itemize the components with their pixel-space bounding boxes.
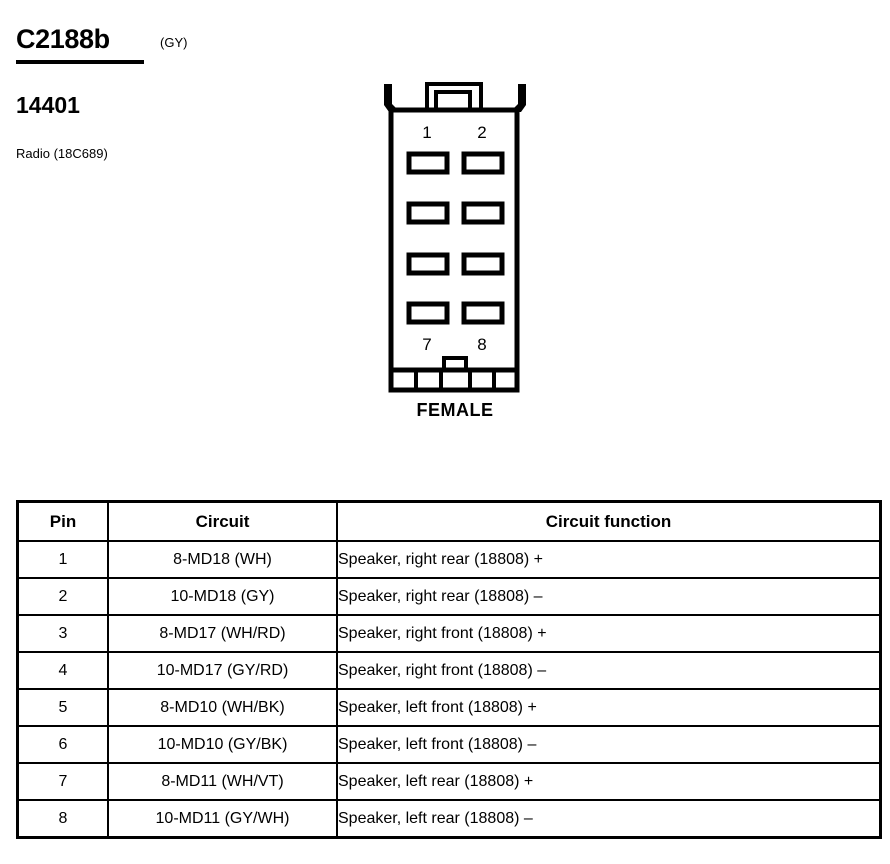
cell-pin: 6 <box>16 725 109 764</box>
cell-circuit: 10-MD10 (GY/BK) <box>107 725 338 764</box>
table-row: 7 8-MD11 (WH/VT) Speaker, left rear (188… <box>16 762 882 801</box>
cell-function: Speaker, left rear (18808) – <box>336 799 882 839</box>
connector-body <box>388 107 520 375</box>
cell-circuit: 8-MD17 (WH/RD) <box>107 614 338 653</box>
cell-circuit: 10-MD17 (GY/RD) <box>107 651 338 690</box>
connector-cavity-7 <box>406 301 450 325</box>
pin-table-head: Pin Circuit Circuit function <box>16 500 882 542</box>
connector-cavity-1 <box>406 151 450 175</box>
table-row: 3 8-MD17 (WH/RD) Speaker, right front (1… <box>16 614 882 653</box>
connector-gender-label: FEMALE <box>416 400 494 420</box>
cell-pin: 1 <box>16 540 109 579</box>
connector-header: C2188b (GY) <box>16 24 346 58</box>
pin-number-2: 2 <box>477 123 486 142</box>
connector-left-flange <box>384 84 400 112</box>
cell-pin: 7 <box>16 762 109 801</box>
table-row: 6 10-MD10 (GY/BK) Speaker, left front (1… <box>16 725 882 764</box>
cell-function: Speaker, right front (18808) + <box>336 614 882 653</box>
connector-right-flange <box>510 84 526 112</box>
table-header-row: Pin Circuit Circuit function <box>16 500 882 542</box>
connector-svg: 1 2 7 8 <box>384 82 526 393</box>
column-header-circuit: Circuit <box>107 500 338 542</box>
cell-circuit: 10-MD11 (GY/WH) <box>107 799 338 839</box>
cell-circuit: 8-MD18 (WH) <box>107 540 338 579</box>
cell-function: Speaker, right rear (18808) + <box>336 540 882 579</box>
table-row: 4 10-MD17 (GY/RD) Speaker, right front (… <box>16 651 882 690</box>
cell-pin: 8 <box>16 799 109 839</box>
table-row: 1 8-MD18 (WH) Speaker, right rear (18808… <box>16 540 882 579</box>
connector-id-underline <box>16 60 144 64</box>
connector-cavity-5 <box>406 252 450 276</box>
connector-id-label: C2188b <box>16 24 110 54</box>
cell-pin: 2 <box>16 577 109 616</box>
pin-table: Pin Circuit Circuit function 1 8-MD18 (W… <box>16 500 882 839</box>
cell-pin: 5 <box>16 688 109 727</box>
cell-circuit: 10-MD18 (GY) <box>107 577 338 616</box>
part-number-label: 14401 <box>16 92 80 118</box>
connector-cavity-3 <box>406 201 450 225</box>
pin-number-8: 8 <box>477 335 486 354</box>
cell-pin: 4 <box>16 651 109 690</box>
table-row: 5 8-MD10 (WH/BK) Speaker, left front (18… <box>16 688 882 727</box>
cell-function: Speaker, right rear (18808) – <box>336 577 882 616</box>
cell-function: Speaker, left front (18808) – <box>336 725 882 764</box>
connector-cavity-4 <box>461 201 505 225</box>
cell-pin: 3 <box>16 614 109 653</box>
connector-base-bar <box>388 367 520 393</box>
connector-cavity-6 <box>461 252 505 276</box>
connector-id-row: C2188b (GY) <box>16 24 346 58</box>
connector-color-code-label: (GY) <box>160 35 188 50</box>
component-name-label: Radio (18C689) <box>16 146 108 161</box>
cell-circuit: 8-MD11 (WH/VT) <box>107 762 338 801</box>
column-header-circuit-function: Circuit function <box>336 500 882 542</box>
column-header-pin: Pin <box>16 500 109 542</box>
connector-illustration: 1 2 7 8 <box>370 78 540 428</box>
connector-cavity-8 <box>461 301 505 325</box>
cell-function: Speaker, left front (18808) + <box>336 688 882 727</box>
cell-circuit: 8-MD10 (WH/BK) <box>107 688 338 727</box>
table-row: 8 10-MD11 (GY/WH) Speaker, left rear (18… <box>16 799 882 839</box>
connector-cavity-2 <box>461 151 505 175</box>
pin-number-7: 7 <box>422 335 431 354</box>
table-row: 2 10-MD18 (GY) Speaker, right rear (1880… <box>16 577 882 616</box>
pin-table-container: Pin Circuit Circuit function 1 8-MD18 (W… <box>16 500 882 839</box>
cell-function: Speaker, right front (18808) – <box>336 651 882 690</box>
cell-function: Speaker, left rear (18808) + <box>336 762 882 801</box>
pin-table-body: 1 8-MD18 (WH) Speaker, right rear (18808… <box>16 540 882 839</box>
pin-number-1: 1 <box>422 123 431 142</box>
